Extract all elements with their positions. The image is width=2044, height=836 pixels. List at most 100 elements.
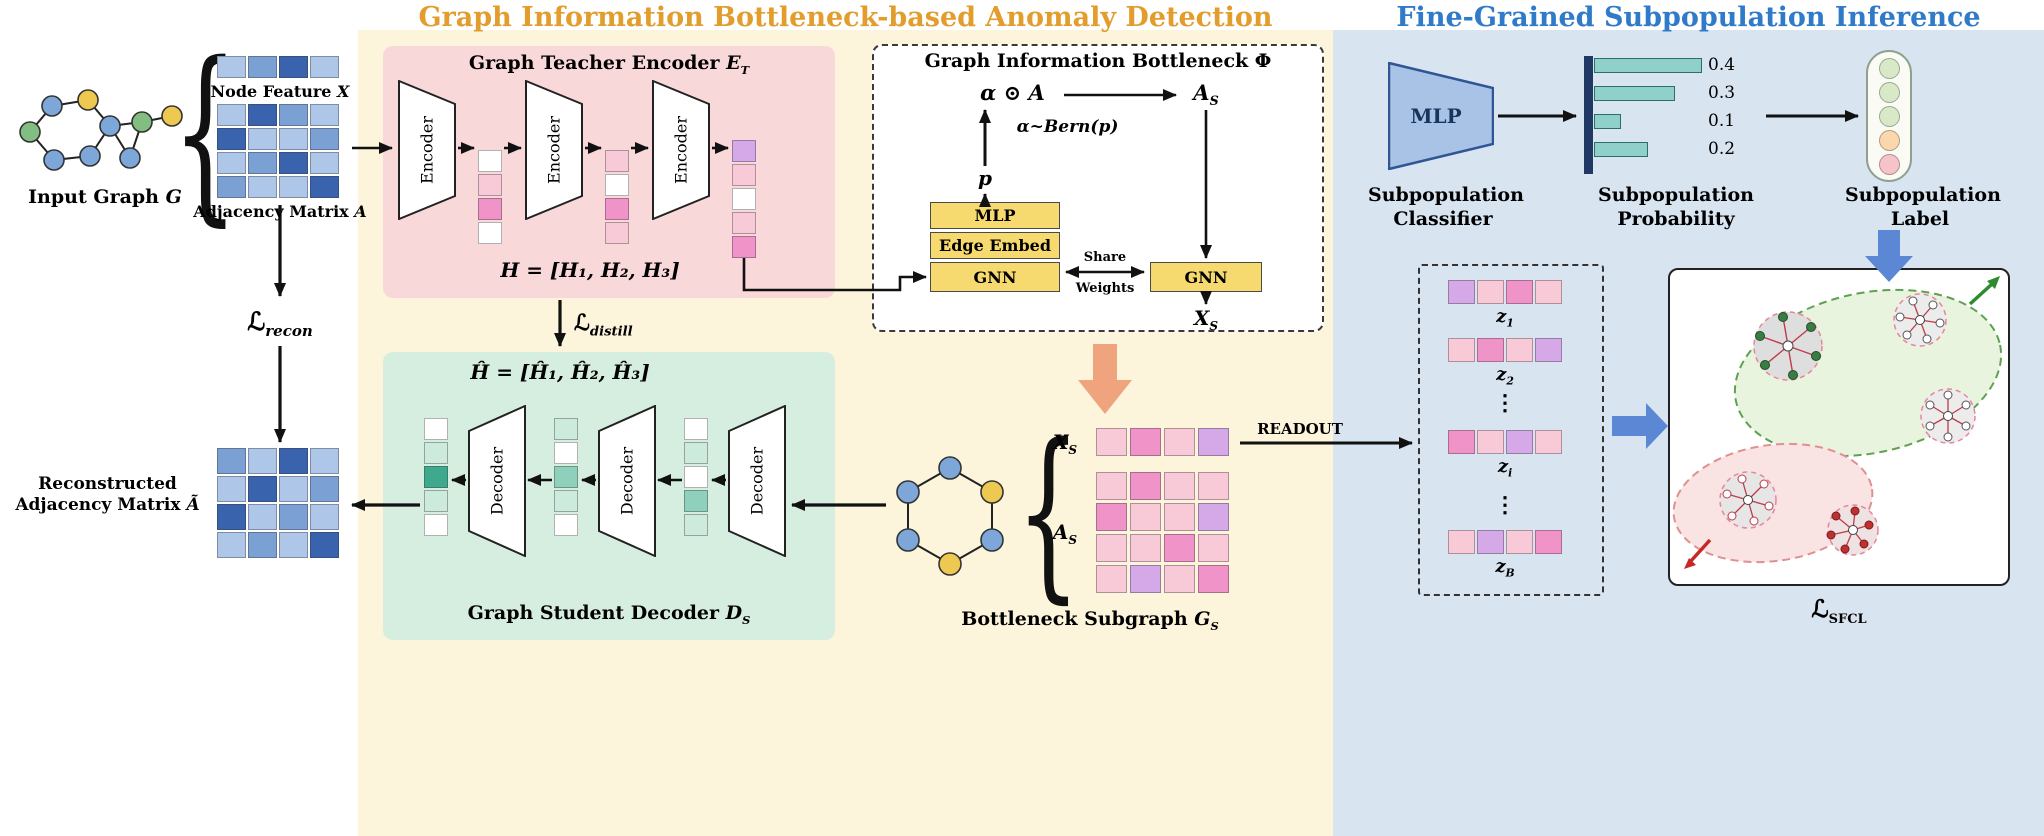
matrix-cell xyxy=(279,504,308,530)
teacher-h-equation: H = [H₁, H₂, H₃] xyxy=(500,258,680,282)
matrix-cell xyxy=(1198,428,1229,456)
input-graph-nodes xyxy=(19,89,183,171)
subpopulation-label-dot xyxy=(1878,105,1900,127)
z2-label: z2 xyxy=(1496,364,1514,388)
subgraph-nodes xyxy=(896,456,1004,576)
matrix-cell xyxy=(279,532,308,558)
matrix-cell xyxy=(684,442,708,464)
matrix-cell xyxy=(279,176,308,198)
matrix-cell xyxy=(217,504,246,530)
probability-bar xyxy=(1594,58,1702,73)
distill-loss-label: ℒdistill xyxy=(574,310,633,340)
matrix-cell xyxy=(1535,280,1562,304)
matrix-cell xyxy=(1198,503,1229,531)
z-dots-top: ⋮ xyxy=(1494,390,1516,416)
teacher-hidden-1 xyxy=(478,150,502,244)
matrix-cell xyxy=(1506,338,1533,362)
matrix-cell xyxy=(1164,503,1195,531)
matrix-cell xyxy=(732,164,756,186)
gnn-left-box: GNN xyxy=(930,262,1060,292)
subgraph-edges xyxy=(907,467,993,565)
subpopulation-probability-label: Subpopulation Probability xyxy=(1598,184,1754,230)
cluster-5 xyxy=(1826,504,1879,556)
decoder-2: Decoder xyxy=(598,405,656,557)
matrix-cell xyxy=(1164,472,1195,500)
matrix-cell xyxy=(1448,280,1475,304)
matrix-cell xyxy=(310,56,339,78)
decoder-1: Decoder xyxy=(468,405,526,557)
matrix-cell xyxy=(1477,280,1504,304)
subpopulation-label-dot xyxy=(1878,57,1900,79)
matrix-cell xyxy=(1198,472,1229,500)
matrix-cell xyxy=(1130,503,1161,531)
gnn-right-box: GNN xyxy=(1150,262,1262,292)
matrix-cell xyxy=(217,104,246,126)
matrix-cell xyxy=(217,532,246,558)
teacher-encoder-box xyxy=(383,46,835,298)
matrix-cell xyxy=(1448,530,1475,554)
gib-bern-label: α~Bern(p) xyxy=(1016,117,1119,137)
input-graph-label: Input Graph G xyxy=(28,186,182,208)
matrix-cell xyxy=(1096,472,1127,500)
matrix-cell xyxy=(248,128,277,150)
green-outlier-arrow xyxy=(1968,276,2000,306)
probability-bars xyxy=(1594,58,1702,157)
matrix-cell xyxy=(217,476,246,502)
teacher-encoder-title: Graph Teacher Encoder ET xyxy=(468,52,750,77)
probability-value: 0.3 xyxy=(1708,83,1736,103)
node-feature-row xyxy=(217,56,339,78)
matrix-cell xyxy=(478,222,502,244)
matrix-cell xyxy=(554,514,578,536)
matrix-cell xyxy=(1096,565,1127,593)
matrix-cell xyxy=(1506,280,1533,304)
matrix-cell xyxy=(478,174,502,196)
matrix-cell xyxy=(554,442,578,464)
matrix-cell xyxy=(684,514,708,536)
probability-bar xyxy=(1594,114,1621,129)
reconstructed-matrix-label: Reconstructed Adjacency Matrix Ã xyxy=(15,474,200,516)
matrix-cell xyxy=(248,476,277,502)
mlp-box: MLP xyxy=(930,202,1060,229)
classifier-mlp-trapezoid: MLP xyxy=(1388,62,1494,170)
encoder-2: Encoder xyxy=(525,80,583,220)
subpopulation-label-dot xyxy=(1878,81,1900,103)
encoder-2-label: Encoder xyxy=(545,116,564,184)
red-outlier-arrow xyxy=(1684,538,1712,569)
subgraph-as-matrix xyxy=(1096,472,1229,593)
matrix-cell xyxy=(1130,472,1161,500)
subgraph-xs-label: XS xyxy=(1052,430,1078,457)
z-dots-bottom: ⋮ xyxy=(1494,492,1516,518)
matrix-cell xyxy=(279,448,308,474)
encoder-1-label: Encoder xyxy=(418,116,437,184)
cluster-4 xyxy=(1719,471,1777,529)
matrix-cell xyxy=(310,176,339,198)
gib-xs-label: XS xyxy=(1193,306,1219,333)
subgraph-as-label: AS xyxy=(1052,520,1078,547)
zB-label: zB xyxy=(1495,556,1515,580)
bottleneck-subgraph-label: Bottleneck Subgraph GS xyxy=(961,608,1219,633)
matrix-cell xyxy=(279,128,308,150)
matrix-cell xyxy=(279,56,308,78)
node-feature-label: Node Feature X xyxy=(210,82,350,101)
matrix-cell xyxy=(248,152,277,174)
subgraph-brace: { xyxy=(1016,404,1081,620)
matrix-cell xyxy=(279,476,308,502)
matrix-cell xyxy=(1477,430,1504,454)
matrix-cell xyxy=(605,198,629,220)
matrix-cell xyxy=(1448,430,1475,454)
matrix-cell xyxy=(310,504,339,530)
zi-label: zi xyxy=(1497,456,1513,480)
matrix-cell xyxy=(1198,534,1229,562)
probability-value: 0.1 xyxy=(1708,111,1736,131)
bottleneck-subgraph xyxy=(896,456,1004,576)
z1-label: z1 xyxy=(1496,306,1514,330)
encoder-3-label: Encoder xyxy=(672,116,691,184)
matrix-cell xyxy=(554,466,578,488)
matrix-cell xyxy=(732,212,756,234)
adjacency-matrix-label: Adjacency Matrix A xyxy=(193,202,367,221)
matrix-cell xyxy=(1535,430,1562,454)
encoder-1: Encoder xyxy=(398,80,456,220)
matrix-cell xyxy=(1198,565,1229,593)
decoder-3: Decoder xyxy=(728,405,786,557)
